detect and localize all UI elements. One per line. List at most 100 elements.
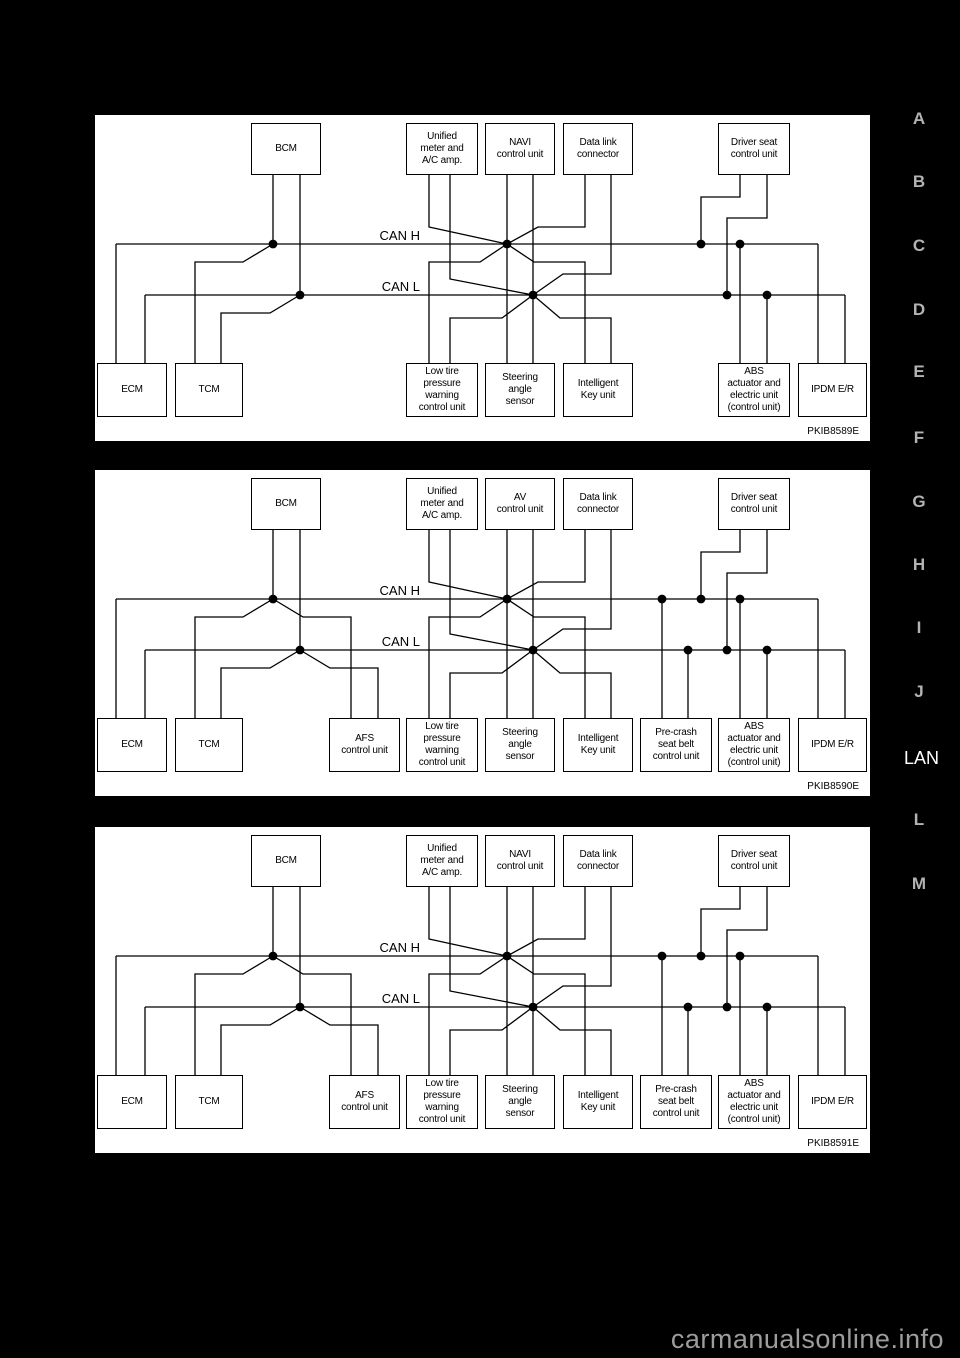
section-tab-j: J xyxy=(914,682,924,701)
node-label-line: ECM xyxy=(121,1096,143,1108)
node-label-line: ECM xyxy=(121,384,143,396)
node-ipdm: IPDM E/R xyxy=(798,363,867,417)
section-tab-a: A xyxy=(912,109,926,128)
junction-dot xyxy=(722,290,732,300)
node-label-line: actuator and xyxy=(727,733,781,745)
node-label-line: BCM xyxy=(275,143,297,155)
node-label-line: ABS xyxy=(744,721,764,733)
node-label-line: A/C amp. xyxy=(421,509,463,521)
can-high-label: CAN H xyxy=(380,940,420,955)
node-label-line: control unit xyxy=(418,401,466,413)
section-tab-h: H xyxy=(912,555,926,574)
node-label-line: Driver seat xyxy=(730,849,778,861)
node-label-line: (control unit) xyxy=(727,1113,781,1125)
node-label-line: control unit xyxy=(496,504,544,515)
node-label-line: Key unit xyxy=(580,745,616,756)
node-ecm: ECM xyxy=(97,718,167,772)
node-label-line: control unit xyxy=(418,1113,466,1125)
wiring-lines xyxy=(115,530,846,718)
junction-dot xyxy=(735,951,745,961)
node-label-line: electric unit xyxy=(730,1102,778,1113)
node-label-line: A/C amp. xyxy=(421,154,463,166)
node-label-line: control unit xyxy=(730,861,778,872)
node-label-line: AV xyxy=(513,492,527,504)
junction-dot xyxy=(735,594,745,604)
node-label-line: Driver seat xyxy=(730,137,778,149)
junction-dot xyxy=(528,1002,538,1012)
node-label-line: ABS xyxy=(744,366,764,378)
can-low-label: CAN L xyxy=(382,279,420,294)
node-label-line: pressure xyxy=(423,378,461,390)
junction-dot xyxy=(528,645,538,655)
node-label-line: (control unit) xyxy=(727,401,781,413)
node-label-line: meter and xyxy=(420,498,464,510)
node-label-line: electric unit xyxy=(730,745,778,756)
can-high-label: CAN H xyxy=(380,228,420,243)
node-label-line: BCM xyxy=(275,855,297,867)
node-label-line: NAVI xyxy=(509,137,531,149)
node-tcm: TCM xyxy=(175,1075,243,1129)
wiring-lines xyxy=(115,175,846,363)
figure-code: PKIB8589E xyxy=(807,426,859,437)
node-label-line: Unified xyxy=(427,843,457,855)
node-ecm: ECM xyxy=(97,363,167,417)
node-label-line: TCM xyxy=(198,384,220,396)
can-high-label: CAN H xyxy=(380,583,420,598)
junction-dot xyxy=(295,290,305,300)
node-label-line: sensor xyxy=(505,395,535,407)
node-label-line: warning xyxy=(425,390,459,401)
current-section-tab: LAN xyxy=(904,748,940,768)
node-ipdm: IPDM E/R xyxy=(798,718,867,772)
node-ipdm: IPDM E/R xyxy=(798,1075,867,1129)
junction-dot xyxy=(657,951,667,961)
node-label-line: Data link xyxy=(579,492,617,504)
watermark-link[interactable]: carmanualsonline.info xyxy=(670,1324,944,1354)
node-label-line: pressure xyxy=(423,1090,461,1102)
node-label-line: meter and xyxy=(420,855,464,867)
junction-dot xyxy=(696,951,706,961)
node-label-line: Low tire xyxy=(425,1078,459,1090)
node-label-line: A/C amp. xyxy=(421,866,463,878)
node-label-line: angle xyxy=(508,384,532,396)
node-label-line: Intelligent xyxy=(577,1090,619,1102)
node-label-line: connector xyxy=(576,504,620,515)
junction-dot xyxy=(722,645,732,655)
node-label-line: AFS xyxy=(355,733,374,745)
node-label-line: connector xyxy=(576,861,620,872)
node-label-line: Intelligent xyxy=(577,378,619,390)
node-label-line: ECM xyxy=(121,739,143,751)
node-label-line: control unit xyxy=(496,149,544,160)
node-label-line: TCM xyxy=(198,1096,220,1108)
node-label-line: sensor xyxy=(505,1107,535,1119)
node-label-line: Data link xyxy=(579,137,617,149)
junction-dot xyxy=(295,645,305,655)
junction-dot xyxy=(696,239,706,249)
node-label-line: connector xyxy=(576,149,620,160)
node-label-line: TCM xyxy=(198,739,220,751)
node-label-line: Low tire xyxy=(425,366,459,378)
node-label-line: angle xyxy=(508,739,532,751)
node-label-line: Unified xyxy=(427,131,457,143)
junction-dot xyxy=(502,239,512,249)
node-label-line: Low tire xyxy=(425,721,459,733)
node-label-line: Data link xyxy=(579,849,617,861)
node-label-line: warning xyxy=(425,745,459,756)
node-label-line: ABS xyxy=(744,1078,764,1090)
node-label-line: Intelligent xyxy=(577,733,619,745)
section-tab-f: F xyxy=(913,428,925,447)
